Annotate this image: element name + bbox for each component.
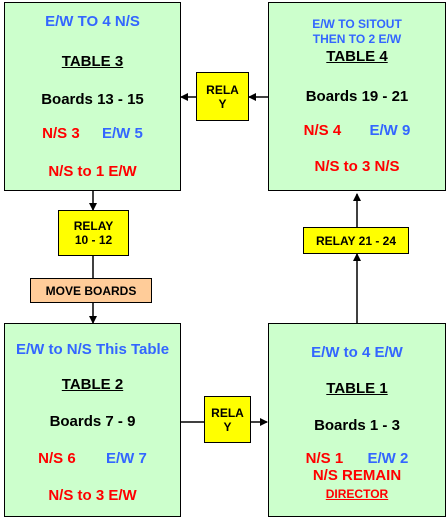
- table-4-pairs: N/S 4 E/W 9: [269, 122, 445, 139]
- table-4-box: E/W TO SITOUT THEN TO 2 E/W TABLE 4 Boar…: [268, 2, 446, 191]
- table-3-boards: Boards 13 - 15: [41, 91, 144, 108]
- table-1-movement: E/W to 4 E/W: [311, 344, 403, 361]
- table-1-pairs: N/S 1 E/W 2: [269, 450, 445, 467]
- table-1-remain: N/S REMAIN: [312, 467, 402, 484]
- table-2-ew: E/W 7: [106, 450, 147, 467]
- table-3-title: TABLE 3: [61, 53, 124, 70]
- table-2-movement: E/W to N/S This Table: [15, 341, 170, 358]
- table-2-box: E/W to N/S This Table TABLE 2 Boards 7 -…: [4, 323, 181, 517]
- table-3-box: E/W TO 4 N/S TABLE 3 Boards 13 - 15 N/S …: [4, 2, 181, 191]
- relay-box-bottom: RELA Y: [204, 396, 251, 443]
- table-1-boards: Boards 1 - 3: [314, 417, 400, 434]
- relay-bottom-line1: RELA: [211, 405, 244, 420]
- table-4-movement-line2: THEN TO 2 E/W: [312, 32, 402, 46]
- table-4-next: N/S to 3 N/S: [314, 158, 400, 175]
- table-2-title: TABLE 2: [61, 376, 124, 393]
- relay-bottom-line2: Y: [223, 419, 232, 434]
- table-3-movement: E/W TO 4 N/S: [45, 13, 140, 30]
- table-2-next: N/S to 3 E/W: [48, 487, 137, 504]
- table-3-pairs: N/S 3 E/W 5: [5, 125, 180, 142]
- table-4-ew: E/W 9: [369, 122, 411, 139]
- relay-box-left: RELAY 10 - 12: [58, 210, 129, 256]
- relay-top-line2: Y: [218, 96, 227, 111]
- move-boards-label: MOVE BOARDS: [45, 283, 137, 298]
- table-2-pairs: N/S 6 E/W 7: [5, 450, 180, 467]
- table-4-boards: Boards 19 - 21: [305, 88, 409, 105]
- relay-left-line2: 10 - 12: [74, 233, 113, 247]
- relay-left-line1: RELAY: [73, 219, 114, 233]
- table-4-movement-line1: E/W TO SITOUT: [312, 17, 402, 31]
- relay-right-label: RELAY 21 - 24: [315, 233, 397, 248]
- relay-top-line1: RELA: [206, 82, 239, 97]
- table-3-ew: E/W 5: [102, 125, 143, 142]
- table-3-next: N/S to 1 E/W: [48, 163, 137, 180]
- table-1-box: E/W to 4 E/W TABLE 1 Boards 1 - 3 N/S 1 …: [268, 323, 446, 517]
- table-1-title: TABLE 1: [326, 380, 388, 397]
- table-3-ns: N/S 3: [42, 125, 80, 142]
- move-boards-box: MOVE BOARDS: [30, 278, 152, 303]
- table-1-director: DIRECTOR: [325, 487, 389, 501]
- table-1-ew: E/W 2: [367, 450, 409, 467]
- table-4-title: TABLE 4: [326, 48, 388, 65]
- table-2-boards: Boards 7 - 9: [49, 413, 136, 430]
- relay-box-right: RELAY 21 - 24: [303, 227, 409, 254]
- table-4-ns: N/S 4: [303, 122, 342, 139]
- relay-box-top: RELA Y: [196, 72, 249, 121]
- table-2-ns: N/S 6: [38, 450, 76, 467]
- table-1-ns: N/S 1: [305, 450, 344, 467]
